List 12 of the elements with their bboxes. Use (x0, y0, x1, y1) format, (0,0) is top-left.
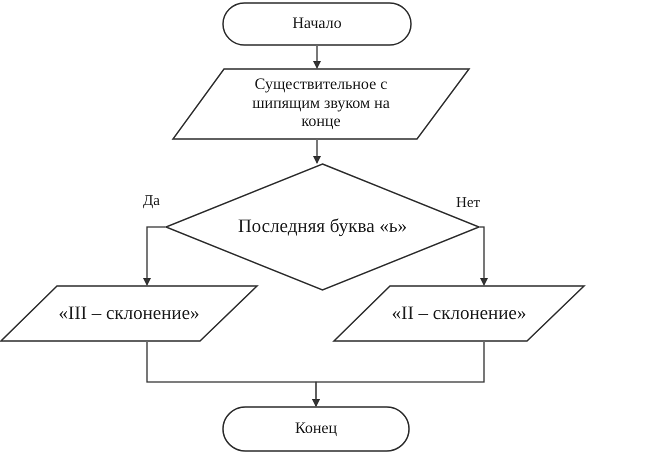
node-label: «II – склонение» (392, 302, 526, 324)
node-label: Конец (294, 420, 338, 438)
arrow (143, 226, 165, 286)
edge-label: Да (142, 193, 161, 210)
node-label: «III – склонение» (58, 302, 200, 324)
node-label: Существительное с шипящим звуком на конце (251, 76, 391, 132)
arrow (480, 226, 488, 286)
arrow (313, 140, 321, 164)
node-label: Последняя буква «ь» (238, 216, 408, 238)
node-label: Начало (292, 14, 342, 34)
arrow (312, 342, 485, 407)
arrow (313, 46, 321, 69)
